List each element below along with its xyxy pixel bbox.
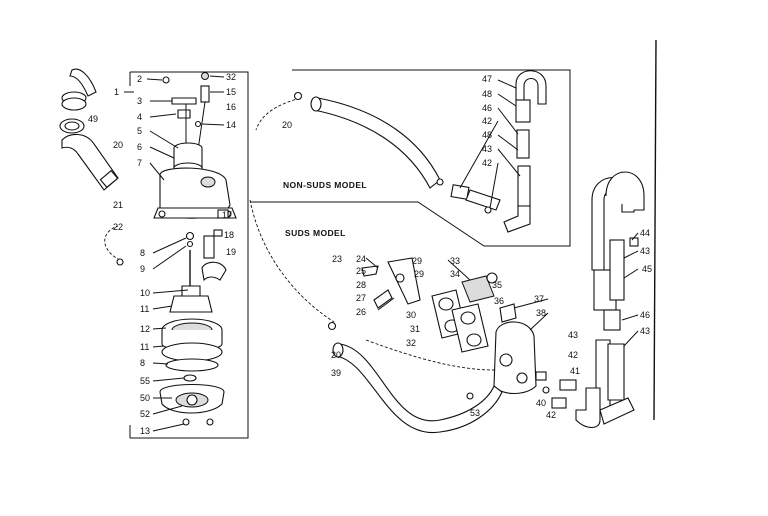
part-label: 11 xyxy=(140,342,149,352)
part-label: 38 xyxy=(536,308,546,318)
part-label: 13 xyxy=(140,426,150,436)
part-label: 29 xyxy=(412,256,422,266)
part-number-labels: 1 2 32 3 15 16 4 14 5 6 7 17 18 8 9 19 1… xyxy=(88,72,652,436)
part-label: 45 xyxy=(642,264,652,274)
suds-model-title: SUDS MODEL xyxy=(285,228,346,238)
leader-lines xyxy=(124,75,639,432)
part-label: 19 xyxy=(226,247,236,257)
part-label: 23 xyxy=(332,254,342,264)
part-label: 42 xyxy=(482,116,492,126)
non-suds-model-title: NON-SUDS MODEL xyxy=(283,180,367,190)
part-label: 39 xyxy=(331,368,341,378)
part-label: 32 xyxy=(406,338,416,348)
part-label: 44 xyxy=(640,228,650,238)
part-label: 49 xyxy=(88,114,98,124)
part-label: 42 xyxy=(482,158,492,168)
part-label: 8 xyxy=(140,248,145,258)
right-vertical-line xyxy=(653,39,657,421)
part-label: 48 xyxy=(482,89,492,99)
part-label: 40 xyxy=(536,398,546,408)
part-label: 25 xyxy=(356,266,366,276)
part-label: 4 xyxy=(137,112,142,122)
part-label: 29 xyxy=(414,269,424,279)
part-label: 14 xyxy=(226,120,236,130)
part-label: 18 xyxy=(224,230,234,240)
non-suds-hose xyxy=(255,70,547,233)
part-label: 20 xyxy=(331,350,341,360)
part-label: 43 xyxy=(568,330,578,340)
left-hose-parts xyxy=(59,68,124,266)
assembly-bracket xyxy=(130,71,249,439)
part-label: 35 xyxy=(492,280,502,290)
part-label: 32 xyxy=(226,72,236,82)
part-label: 37 xyxy=(534,294,544,304)
part-label: 3 xyxy=(137,96,142,106)
part-label: 46 xyxy=(640,310,650,320)
part-label: 53 xyxy=(470,408,480,418)
part-label: 6 xyxy=(137,142,142,152)
part-label: 43 xyxy=(482,144,492,154)
part-label: 43 xyxy=(640,246,650,256)
pump-base xyxy=(159,374,225,426)
part-label: 31 xyxy=(410,324,420,334)
part-label: 10 xyxy=(140,288,150,298)
part-label: 22 xyxy=(113,222,123,232)
part-label: 20 xyxy=(282,120,292,130)
part-label: 34 xyxy=(450,269,460,279)
part-label: 41 xyxy=(570,366,580,376)
suds-assembly xyxy=(249,199,550,433)
pump-housing xyxy=(153,142,237,219)
part-label: 11 xyxy=(140,304,149,314)
part-label: 16 xyxy=(226,102,236,112)
part-label: 27 xyxy=(356,293,366,303)
part-label: 21 xyxy=(113,200,123,210)
part-label: 7 xyxy=(137,158,142,168)
part-label: 15 xyxy=(226,87,236,97)
part-label: 33 xyxy=(450,256,460,266)
pump-top-fittings xyxy=(162,72,210,151)
part-label: 50 xyxy=(140,393,150,403)
part-label: 12 xyxy=(140,324,150,334)
part-label: 42 xyxy=(546,410,556,420)
part-label: 9 xyxy=(140,264,145,274)
part-label: 42 xyxy=(568,350,578,360)
part-label: 36 xyxy=(494,296,504,306)
part-label: 8 xyxy=(140,358,145,368)
part-label: 48 xyxy=(482,130,492,140)
part-label: 1 xyxy=(114,87,119,97)
part-label: 30 xyxy=(406,310,416,320)
part-label: 46 xyxy=(482,103,492,113)
part-label: 5 xyxy=(137,126,142,136)
part-label: 26 xyxy=(356,307,366,317)
part-label: 17 xyxy=(222,210,232,220)
part-label: 20 xyxy=(113,140,123,150)
part-label: 55 xyxy=(140,376,150,386)
part-label: 43 xyxy=(640,326,650,336)
pump-impeller xyxy=(161,285,223,372)
part-label: 47 xyxy=(482,74,492,84)
part-label: 28 xyxy=(356,280,366,290)
part-label: 52 xyxy=(140,409,150,419)
part-label: 24 xyxy=(356,254,366,264)
non-suds-frame xyxy=(250,69,571,247)
part-label: 2 xyxy=(137,74,142,84)
right-pipe-assembly xyxy=(551,171,645,429)
